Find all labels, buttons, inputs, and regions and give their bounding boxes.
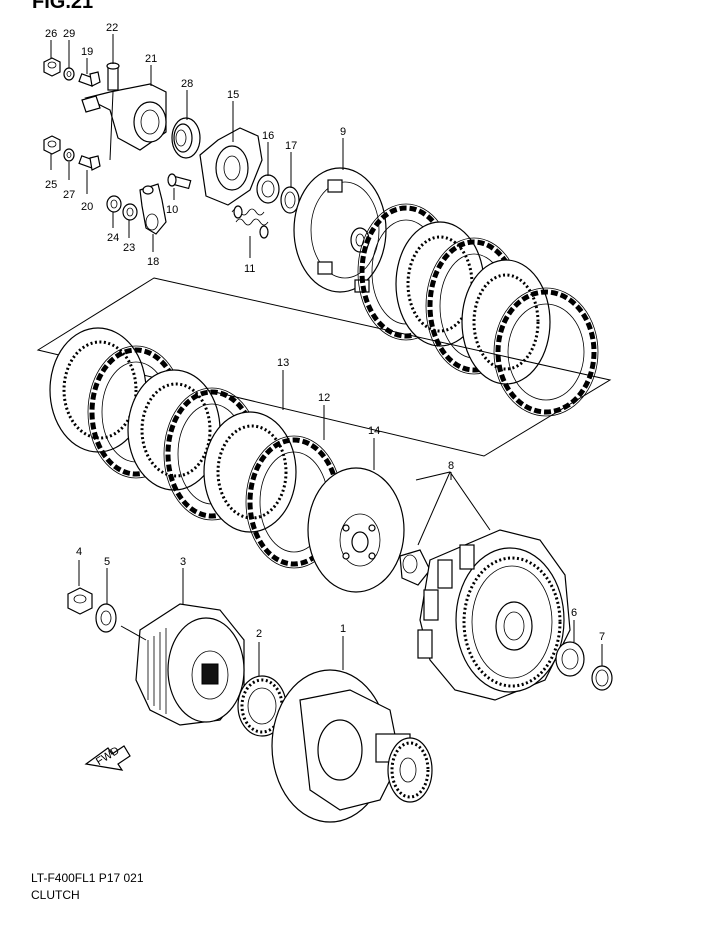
callout-1: 1 [340,623,346,635]
fwd-arrow-icon: FWD [84,745,131,771]
callout-4: 4 [76,546,82,558]
callout-3: 3 [180,556,186,568]
callout-16: 16 [262,130,274,142]
part-3-clutch-drum [135,603,245,726]
callout-8: 8 [448,460,454,472]
part-23-washer [122,203,138,221]
part-25-nut [43,135,61,155]
part-20-adjust-screw [78,155,101,171]
part-4-nut [67,587,93,615]
callout-9: 9 [340,126,346,138]
callout-23: 23 [123,242,135,254]
part-2-one-way-clutch [237,675,287,737]
part-26-nut [43,57,61,77]
part-10-bolt [167,173,192,190]
callout-20: 20 [81,201,93,213]
callout-25: 25 [45,179,57,191]
part-29-washer [63,67,75,81]
callout-17: 17 [285,140,297,152]
callout-21: 21 [145,53,157,65]
part-18-release-shaft [139,183,167,235]
part-22-screw [106,62,120,91]
middle-driven-plate-1 [49,327,147,453]
callout-27: 27 [63,189,75,201]
callout-26: 26 [45,28,57,40]
part-28-bearing [171,117,201,159]
part-21-release-housing [81,83,167,151]
callout-2: 2 [256,628,262,640]
callout-28: 28 [181,78,193,90]
upper-friction-plate-3 [493,287,599,417]
part-11-clutch-springs [231,205,269,239]
callout-12: 12 [318,392,330,404]
figure-code: LT-F400FL1 P17 021 [31,871,144,885]
callout-7: 7 [599,631,605,643]
callout-labels: 26 29 19 22 21 28 15 16 17 9 25 27 20 10… [45,22,605,643]
part-5-washer [95,603,117,633]
callout-19: 19 [81,46,93,58]
callout-18: 18 [147,256,159,268]
leader-lines [50,34,603,676]
part-15-lifter-plate [199,127,263,206]
callout-15: 15 [227,89,239,101]
part-8-clutch-housing [399,529,571,701]
plate-set-bracket [36,277,612,457]
part-14-sleeve-hub [307,467,405,593]
part-16-washer [256,174,280,204]
part-27-washer [63,148,75,162]
figure-title: FIG.21 [32,0,93,13]
part-7-washer [591,665,613,691]
callout-11: 11 [244,263,255,275]
callout-13: 13 [277,357,289,369]
callout-24: 24 [107,232,119,244]
callout-10: 10 [166,204,178,216]
part-6-thrust-washer [555,641,585,677]
callout-29: 29 [63,28,75,40]
part-1-centrifugal-drum [271,669,433,823]
callout-6: 6 [571,607,577,619]
figure-name: CLUTCH [31,888,80,902]
callout-14: 14 [368,425,380,437]
callout-5: 5 [104,556,110,568]
part-19-bolt [78,71,101,87]
part-24-oring [106,195,122,213]
callout-22: 22 [106,22,118,34]
